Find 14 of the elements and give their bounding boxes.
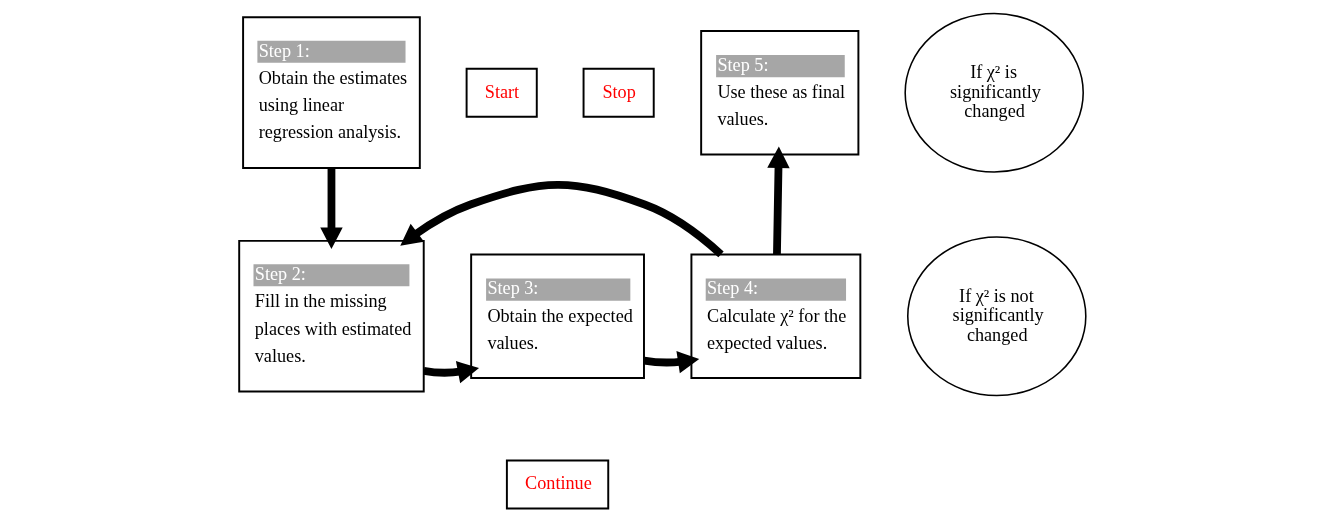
arrow bbox=[400, 180, 724, 258]
node-box: Start bbox=[465, 67, 538, 118]
node-box: Step 4: Calculate χ² for the expected values. bbox=[690, 253, 862, 379]
arrow bbox=[320, 168, 343, 249]
node-ellipse: If χ² is significantly changed bbox=[904, 12, 1084, 173]
node-box: Step 3: Obtain the expected values. bbox=[470, 253, 645, 379]
node-box: Step 1: Obtain the estimates using linear regression analysis. bbox=[242, 16, 421, 170]
arrow bbox=[643, 351, 700, 374]
node-box: Stop bbox=[582, 67, 655, 118]
node-ellipse: If χ² is not significantly changed bbox=[907, 236, 1087, 397]
node-box: Step 2: Fill in the missing places with estimated values. bbox=[238, 239, 425, 393]
node-box: Continue bbox=[505, 459, 610, 510]
arrow bbox=[767, 146, 790, 255]
node-box: Step 5: Use these as final values. bbox=[700, 30, 860, 156]
